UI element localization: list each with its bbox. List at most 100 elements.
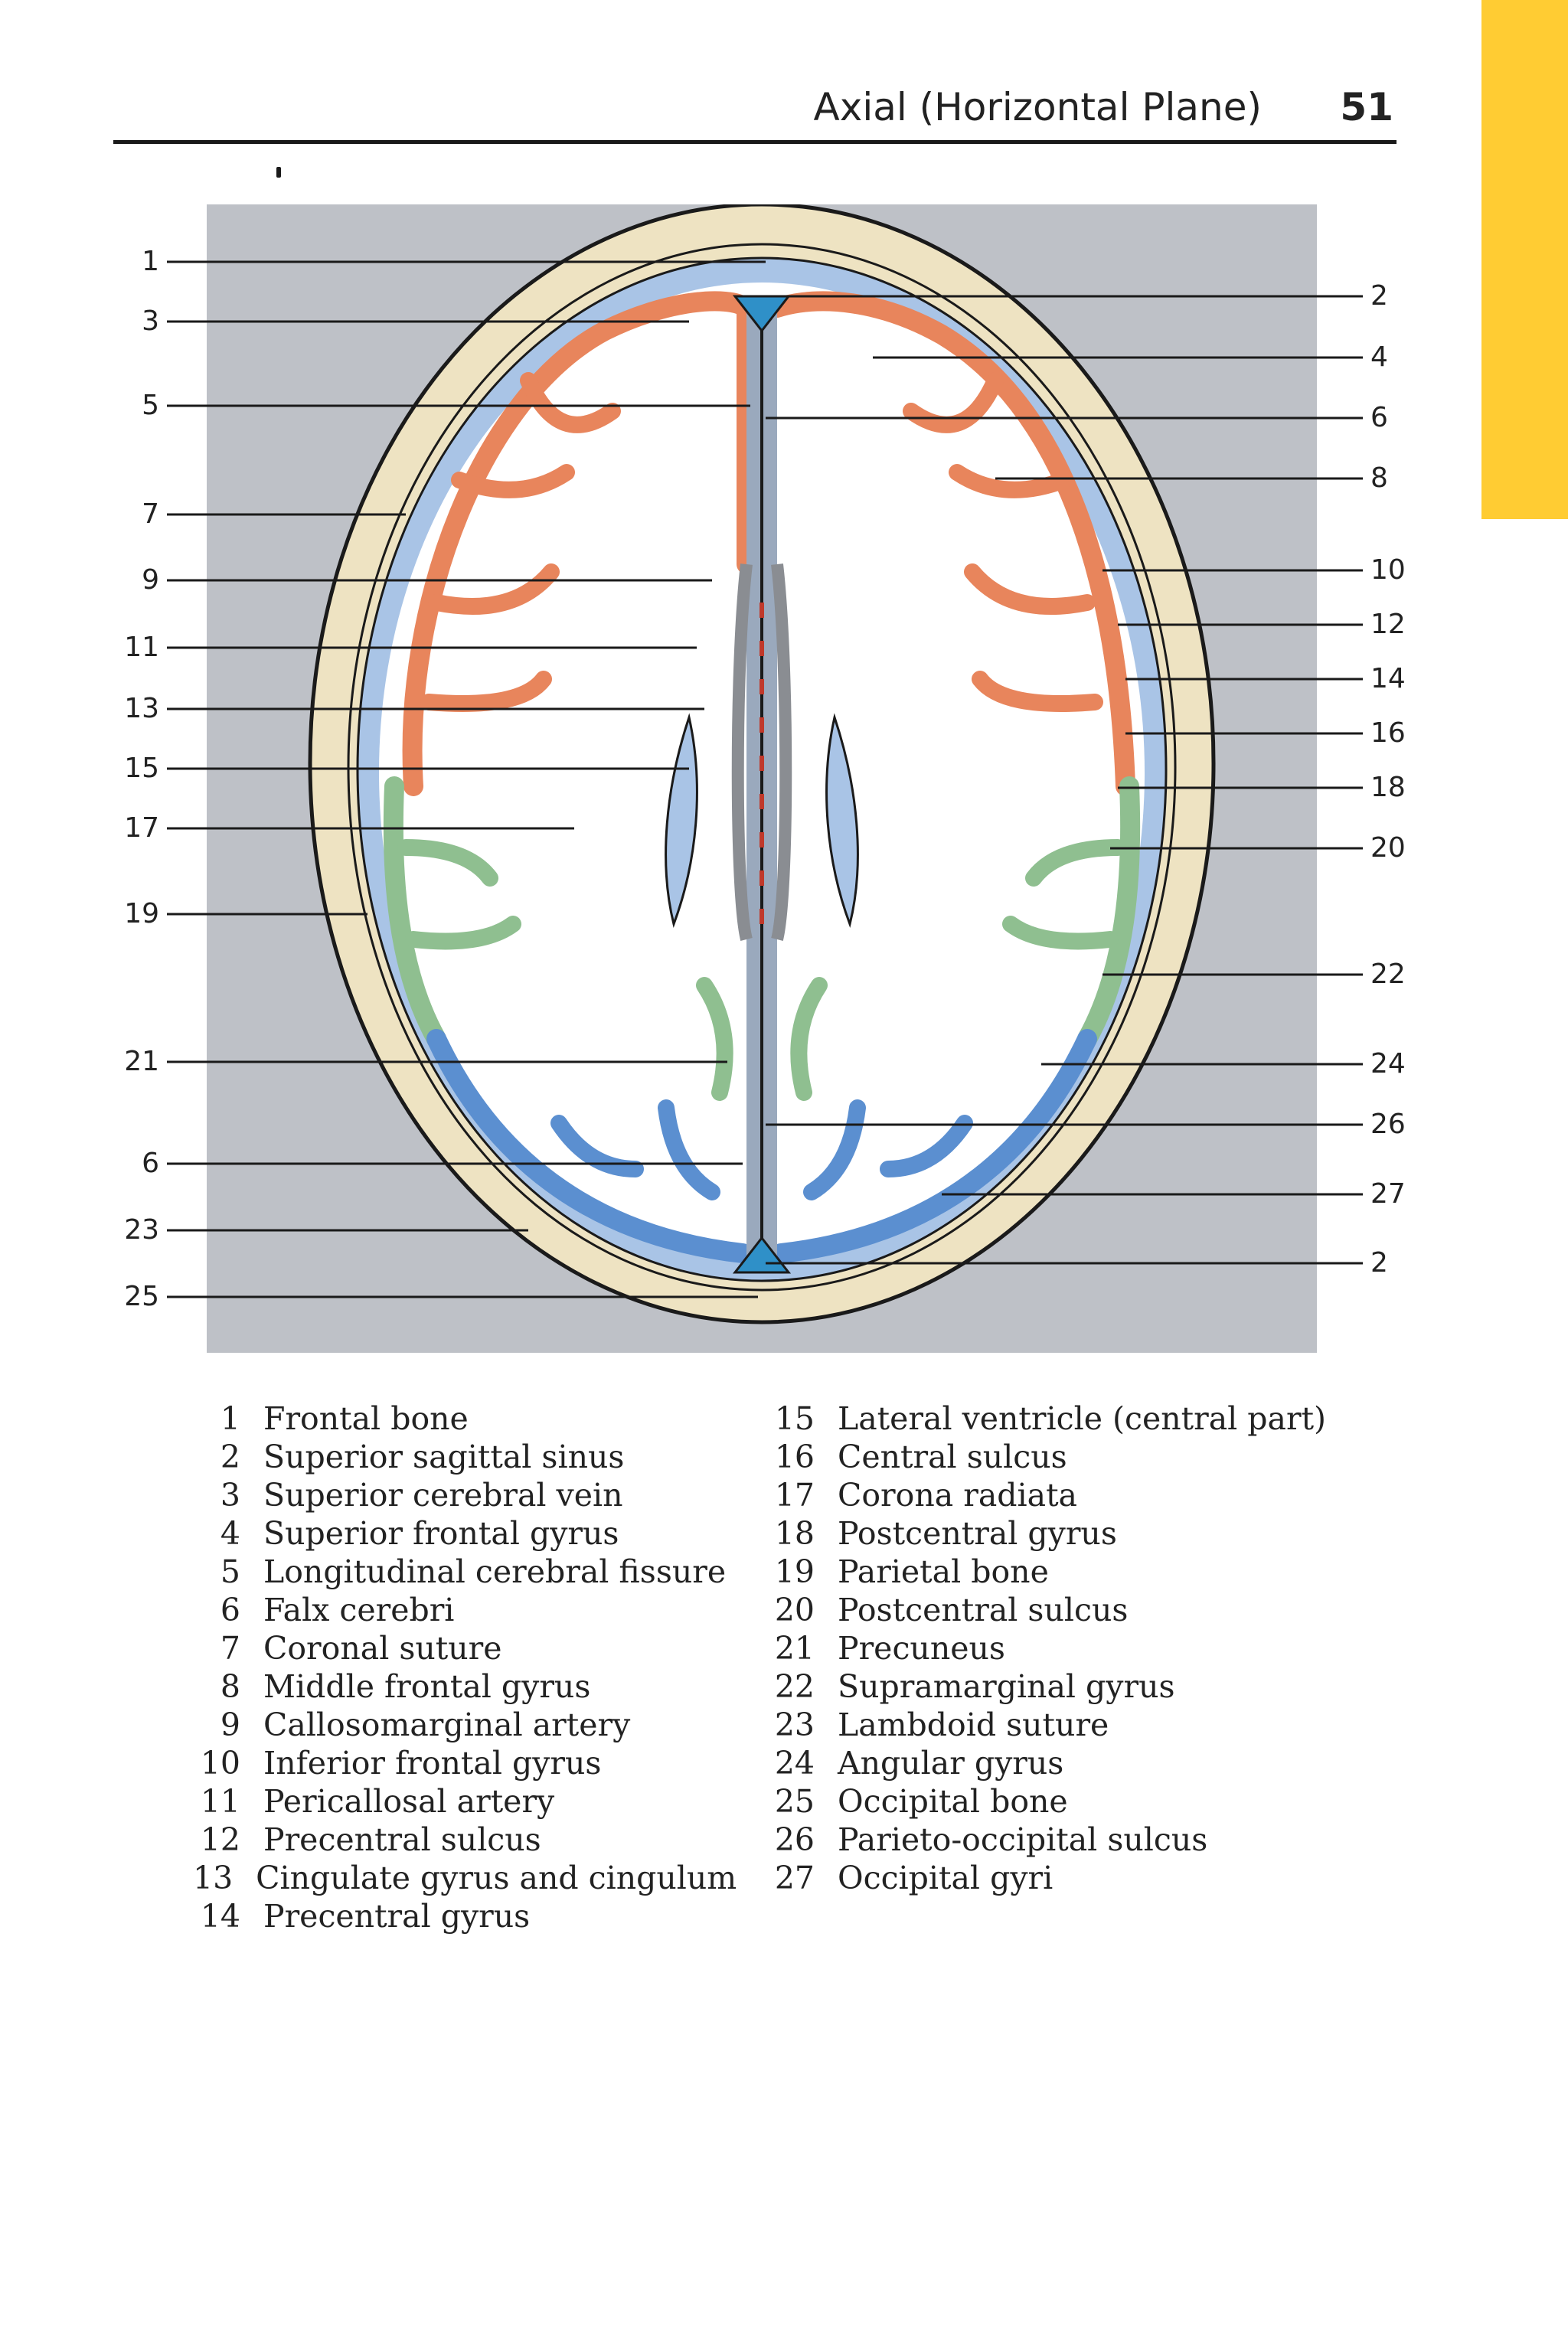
legend-number: 14 (200, 1898, 240, 1935)
legend-label: Falx cerebri (263, 1592, 455, 1628)
legend-label: Inferior frontal gyrus (263, 1745, 602, 1782)
callout-number: 11 (124, 632, 159, 663)
legend-item: 14 Precentral gyrus (193, 1897, 729, 1935)
legend-item: 10 Inferior frontal gyrus (193, 1744, 729, 1782)
legend-number: 21 (774, 1630, 815, 1667)
legend-item: 6 Falx cerebri (193, 1591, 729, 1629)
legend-label: Lateral ventricle (central part) (838, 1400, 1327, 1437)
cingulate-left (731, 563, 753, 941)
header-rule (113, 140, 1396, 144)
legend-number: 11 (200, 1783, 240, 1820)
callout-number: 16 (1370, 717, 1406, 749)
parietal-cortex-right (1077, 776, 1141, 1049)
legend-number: 25 (774, 1783, 815, 1820)
legend-label: Central sulcus (838, 1439, 1067, 1475)
legend-label: Parietal bone (838, 1553, 1049, 1590)
legend-item: 12 Precentral sulcus (193, 1821, 729, 1859)
legend-label: Callosomarginal artery (263, 1706, 631, 1743)
page-number: 51 (1340, 85, 1393, 129)
callout-number: 12 (1370, 609, 1406, 640)
legend-number: 17 (774, 1477, 815, 1514)
legend-label: Coronal suture (263, 1630, 502, 1667)
legend-item: 25 Occipital bone (767, 1782, 1380, 1821)
legend-label: Supramarginal gyrus (838, 1668, 1175, 1705)
callout-number: 17 (124, 812, 159, 844)
legend-item: 17 Corona radiata (767, 1476, 1380, 1514)
callout-number: 24 (1370, 1048, 1406, 1079)
legend-label: Occipital gyri (838, 1860, 1054, 1896)
legend-number: 7 (220, 1630, 240, 1667)
legend-item: 8 Middle frontal gyrus (193, 1667, 729, 1706)
legend-label: Corona radiata (838, 1477, 1077, 1514)
legend-label: Pericallosal artery (263, 1783, 555, 1820)
legend-item: 11 Pericallosal artery (193, 1782, 729, 1821)
callout-number: 1 (142, 246, 159, 277)
stray-mark (276, 167, 281, 178)
callout-number: 22 (1370, 959, 1406, 990)
legend-number: 13 (193, 1860, 234, 1896)
callout-number: 27 (1370, 1178, 1406, 1210)
brain-axial-illustration (207, 202, 1317, 1353)
legend-label: Middle frontal gyrus (263, 1668, 591, 1705)
occipital-cortex (426, 1029, 1097, 1263)
callout-number: 15 (124, 753, 159, 784)
legend-number: 23 (774, 1706, 815, 1743)
legend-number: 12 (200, 1821, 240, 1858)
legend-item: 2 Superior sagittal sinus (193, 1438, 729, 1476)
legend-number: 8 (220, 1668, 240, 1705)
legend-number: 6 (220, 1592, 240, 1628)
callout-number: 8 (1370, 462, 1388, 494)
callout-number: 23 (124, 1214, 159, 1246)
legend-item: 26 Parieto-occipital sulcus (767, 1821, 1380, 1859)
legend-item: 7 Coronal suture (193, 1629, 729, 1667)
legend-label: Postcentral sulcus (838, 1592, 1129, 1628)
callout-number: 26 (1370, 1109, 1406, 1140)
legend-label: Parieto-occipital sulcus (838, 1821, 1208, 1858)
legend-label: Superior sagittal sinus (263, 1439, 625, 1475)
legend-number: 19 (774, 1553, 815, 1590)
parietal-cortex-left (383, 776, 446, 1049)
legend-number: 22 (774, 1668, 815, 1705)
callout-number: 3 (142, 305, 159, 337)
legend-item: 19 Parietal bone (767, 1553, 1380, 1591)
callout-number: 25 (124, 1281, 159, 1312)
callout-number: 19 (124, 898, 159, 929)
callout-number: 2 (1370, 280, 1388, 312)
legend-number: 18 (774, 1515, 815, 1552)
callout-number: 5 (142, 390, 159, 421)
legend-label: Occipital bone (838, 1783, 1068, 1820)
legend-item: 22 Supramarginal gyrus (767, 1667, 1380, 1706)
legend-label: Superior cerebral vein (263, 1477, 623, 1514)
lateral-ventricle-left (665, 713, 698, 929)
parietal-gyri-folds (397, 839, 1126, 1101)
callout-number: 13 (124, 693, 159, 724)
legend-label: Lambdoid suture (838, 1706, 1109, 1743)
legend-label: Precentral sulcus (263, 1821, 541, 1858)
legend-number: 2 (220, 1439, 240, 1475)
cingulate-right (771, 563, 792, 941)
callout-number: 18 (1370, 772, 1406, 803)
occipital-gyri-folds (550, 1099, 973, 1200)
legend-number: 1 (220, 1400, 240, 1437)
legend-item: 21 Precuneus (767, 1629, 1380, 1667)
callout-number: 2 (1370, 1247, 1388, 1279)
legend-item: 3 Superior cerebral vein (193, 1476, 729, 1514)
legend-label: Precuneus (838, 1630, 1005, 1667)
legend-number: 26 (774, 1821, 815, 1858)
legend-number: 10 (200, 1745, 240, 1782)
legend-number: 5 (220, 1553, 240, 1590)
legend-label: Precentral gyrus (263, 1898, 531, 1935)
legend-number: 24 (774, 1745, 815, 1782)
legend-number: 3 (220, 1477, 240, 1514)
